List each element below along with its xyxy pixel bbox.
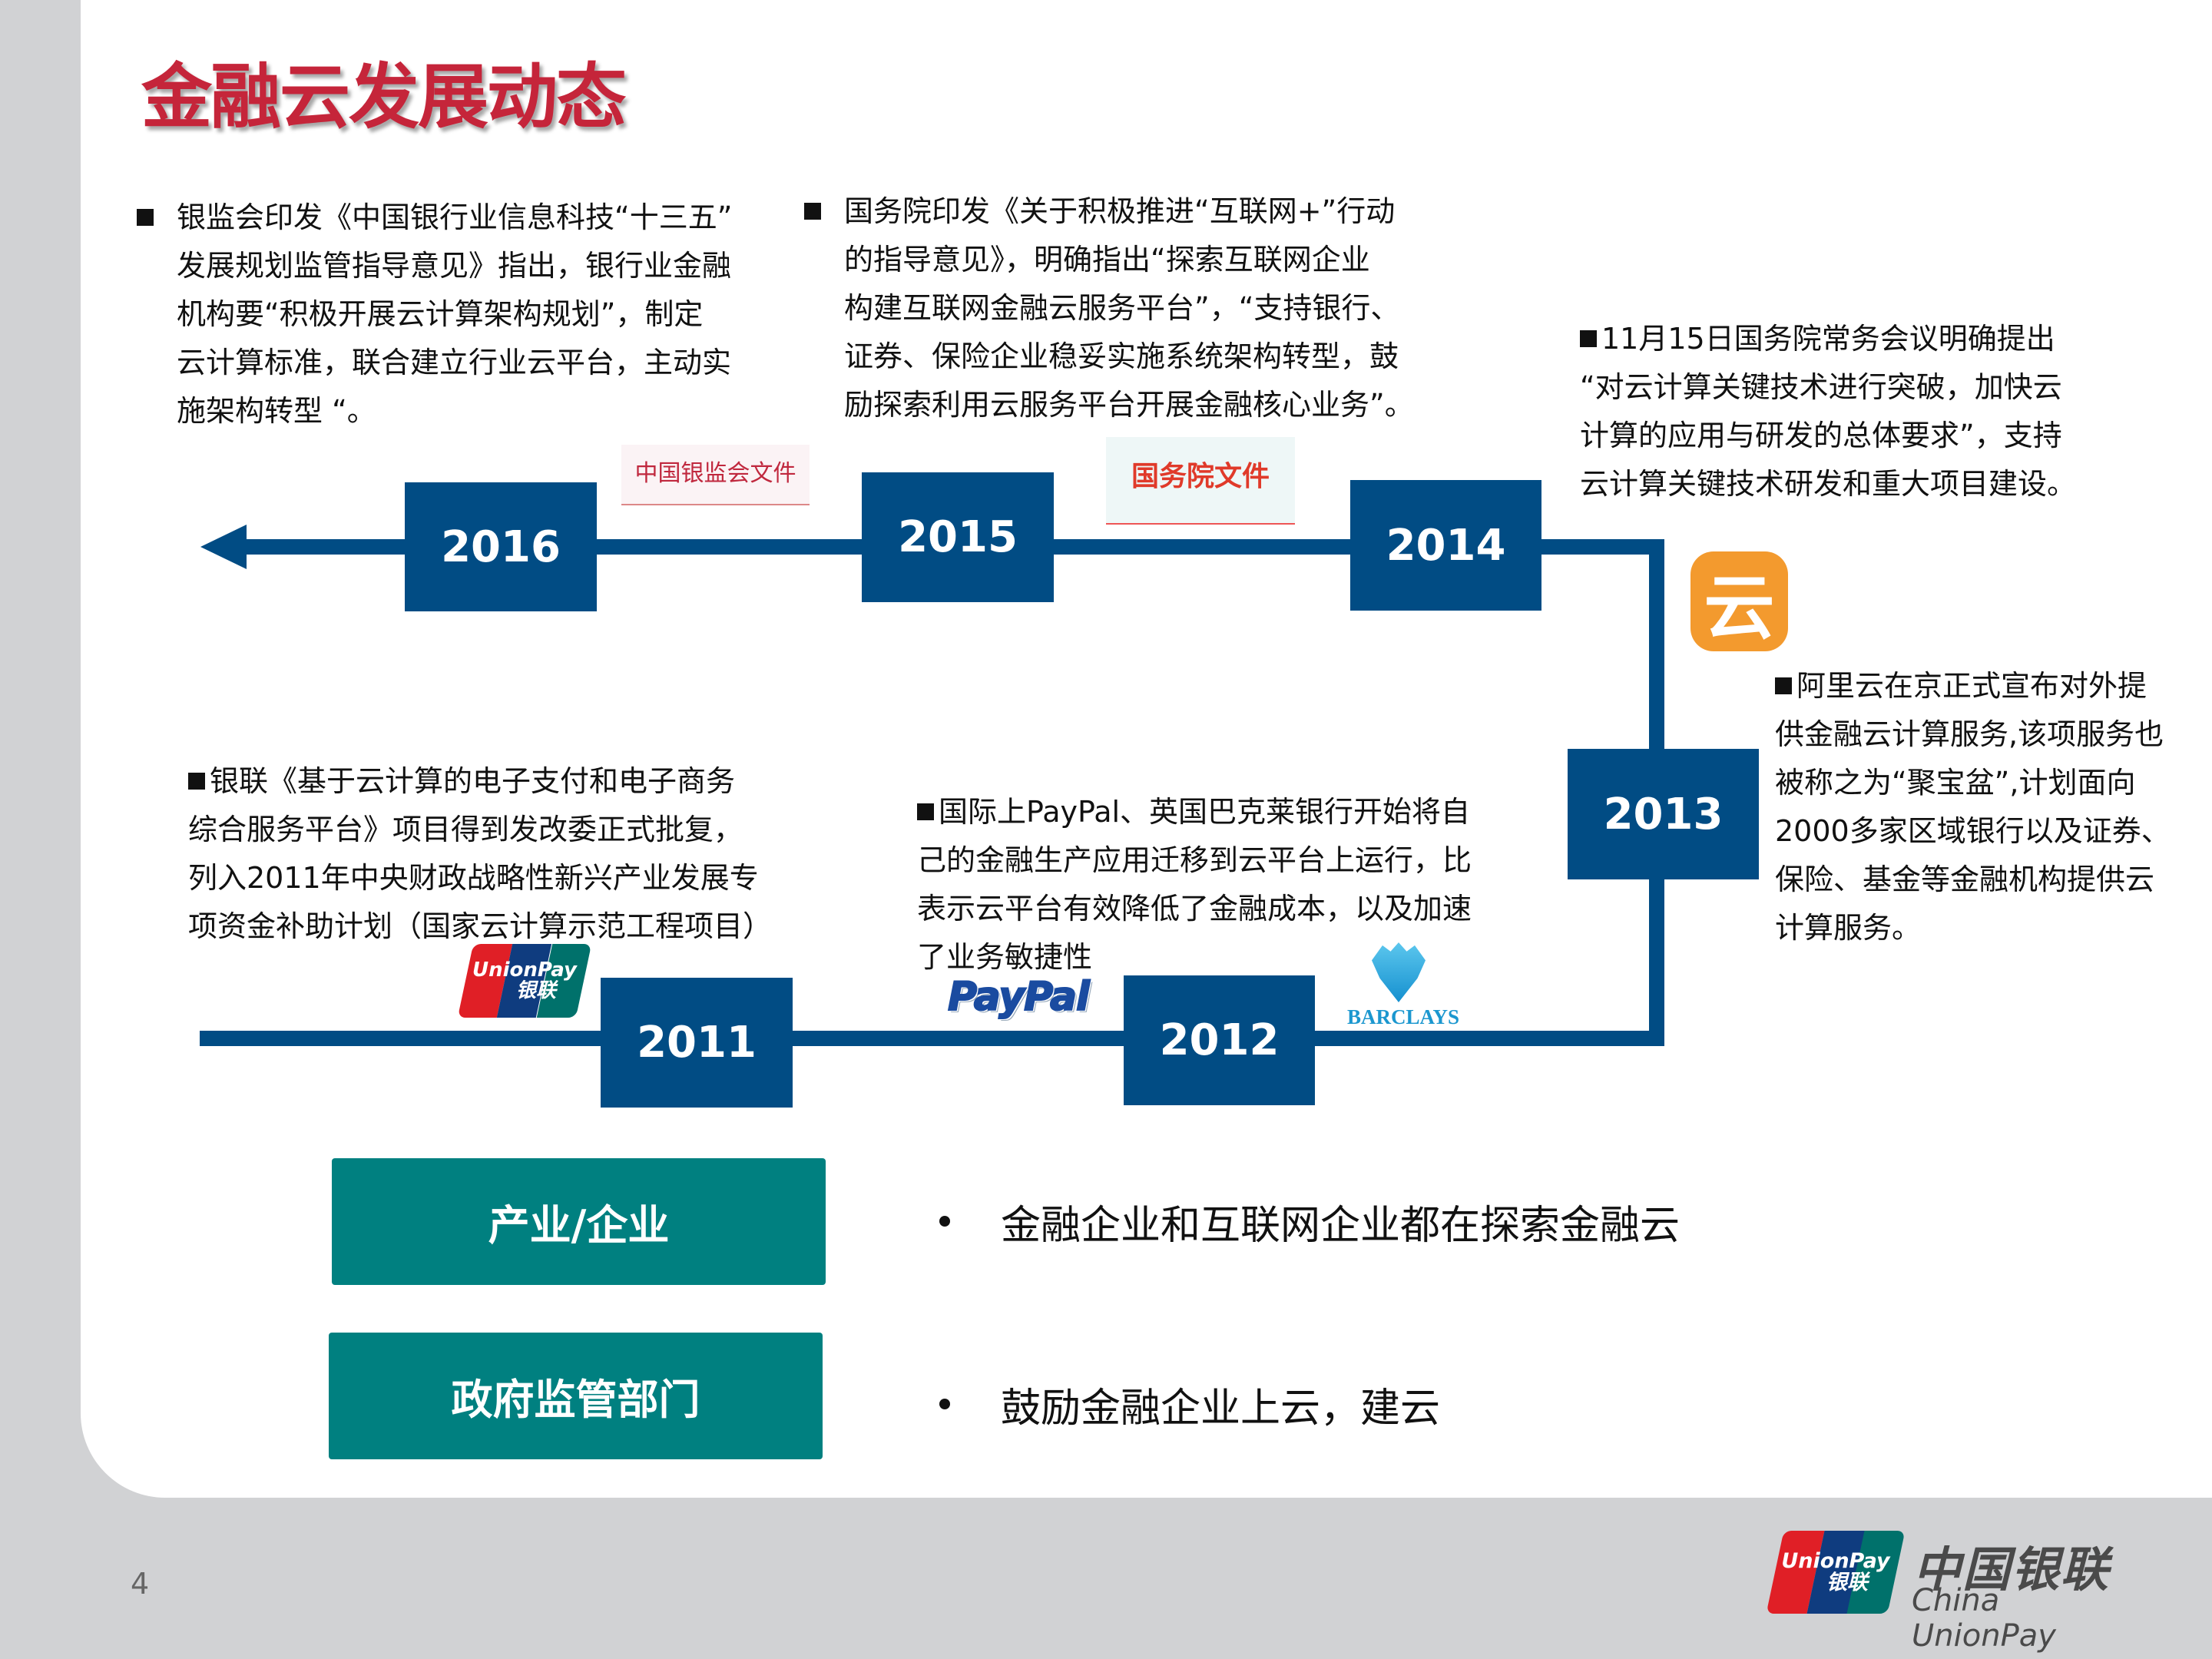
year-box-2013: 2013 bbox=[1568, 749, 1759, 879]
timeline-bottom-line bbox=[200, 1031, 1664, 1046]
event-2016-text: 银监会印发《中国银行业信息科技“十三五” 发展规划监管指导意见》指出，银行业金融… bbox=[137, 194, 776, 435]
year-box-2011: 2011 bbox=[601, 978, 793, 1108]
bullet-square-icon bbox=[137, 209, 154, 226]
bullet-square-icon bbox=[1775, 677, 1792, 694]
barclays-eagle-icon bbox=[1372, 942, 1426, 1002]
timeline-arrow-left-icon bbox=[200, 525, 247, 569]
bullet-dot-icon bbox=[939, 1216, 950, 1227]
unionpay-badge-icon: UnionPay 银联 bbox=[1766, 1531, 1906, 1614]
bullet-square-icon bbox=[188, 773, 205, 790]
bullet-square-icon bbox=[1580, 330, 1597, 347]
summary-bullet-government: 鼓励金融企业上云，建云 bbox=[939, 1379, 1440, 1432]
summary-bullet-industry: 金融企业和互联网企业都在探索金融云 bbox=[939, 1197, 1680, 1249]
event-2011-text: 银联《基于云计算的电子支付和电子商务 综合服务平台》项目得到发改委正式批复， 列… bbox=[188, 764, 773, 943]
barclays-logo: BARCLAYS bbox=[1347, 942, 1459, 1033]
event-2014-text: 11月15日国务院常务会议明确提出 “对云计算关键技术进行突破，加快云 计算的应… bbox=[1580, 322, 2077, 501]
unionpay-logo: UnionPay 银联 bbox=[457, 944, 592, 1018]
category-government-box: 政府监管部门 bbox=[329, 1333, 823, 1459]
event-2013-text: 阿里云在京正式宣布对外提 供金融云计算服务,该项服务也 被称之为“聚宝盆”,计划… bbox=[1775, 669, 2171, 945]
bullet-square-icon bbox=[804, 203, 821, 220]
event-2015-text: 国务院印发《关于积极推进“互联网+”行动 的指导意见》，明确指出“探索互联网企业… bbox=[804, 187, 1474, 429]
paypal-logo: PayPal bbox=[947, 973, 1091, 1021]
page-number: 4 bbox=[131, 1567, 150, 1601]
year-box-2015: 2015 bbox=[862, 472, 1054, 602]
aliyun-logo-icon: 云 bbox=[1690, 551, 1788, 651]
bullet-square-icon bbox=[917, 803, 934, 820]
state-council-document-image: 国务院文件 bbox=[1106, 437, 1295, 525]
year-box-2012: 2012 bbox=[1124, 975, 1315, 1105]
year-box-2014: 2014 bbox=[1350, 480, 1541, 611]
slide-title: 金融云发展动态 bbox=[141, 56, 627, 138]
category-industry-box: 产业/企业 bbox=[332, 1158, 826, 1285]
event-2012-text: 国际上PayPal、英国巴克莱银行开始将自 己的金融生产应用迁移到云平台上运行，… bbox=[917, 795, 1472, 974]
china-unionpay-footer-logo: UnionPay 银联 中国银联 China UnionPay bbox=[1766, 1531, 2128, 1654]
bullet-dot-icon bbox=[939, 1399, 950, 1409]
year-box-2016: 2016 bbox=[405, 482, 597, 611]
cbrc-document-image: 中国银监会文件 bbox=[621, 445, 810, 505]
